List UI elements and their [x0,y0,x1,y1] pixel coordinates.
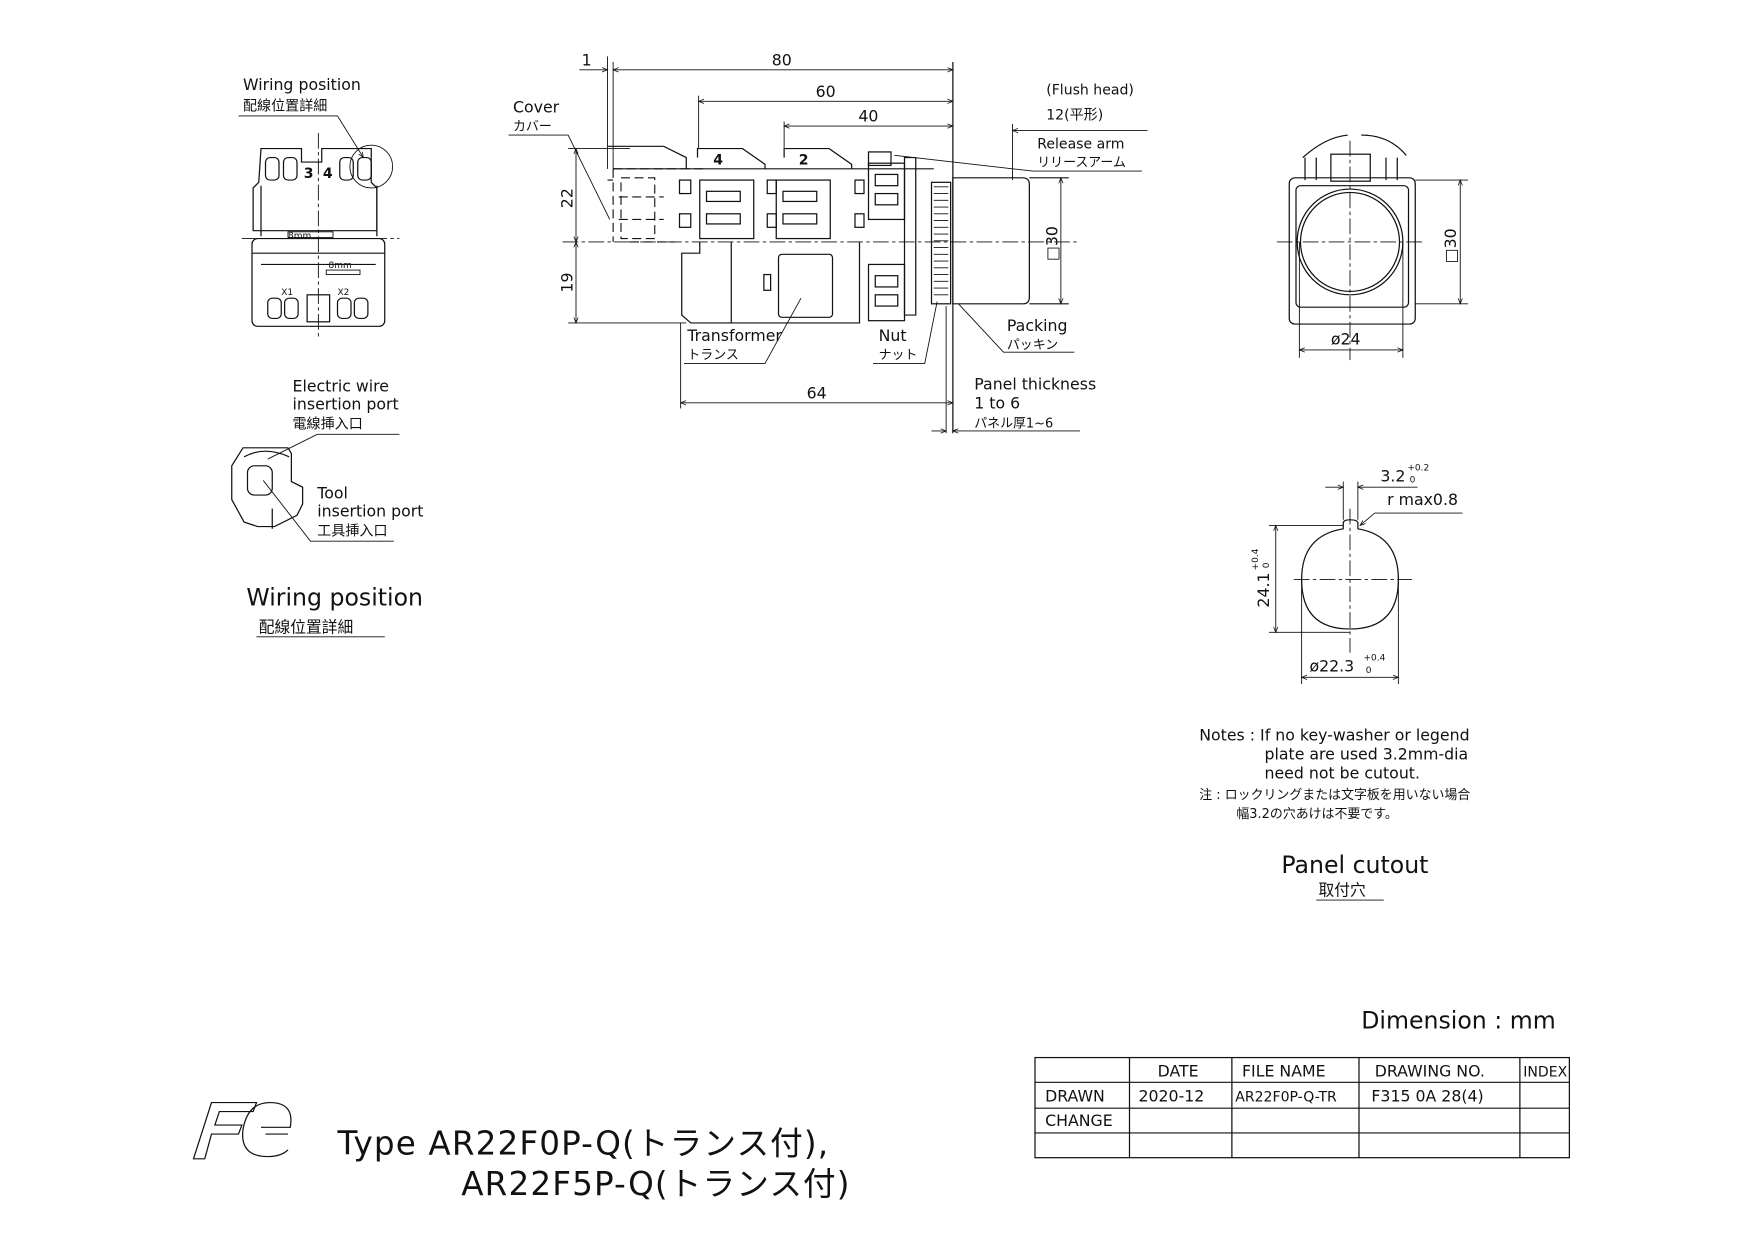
dim-square-30-side: □30 [1043,226,1062,261]
flush-head-label: (Flush head) [1046,83,1134,99]
nut-label-en: Nut [879,326,907,345]
tool-port-label-2: insertion port [317,501,423,520]
block-label-4: 4 [713,152,723,168]
side-view: 1 80 60 40 (Flush head) 12(平形) Release a… [508,50,1148,434]
panel-cutout-view: 3.2 +0.2 0 r max0.8 24.1 +0.4 0 ø22.3 +0… [1199,463,1470,901]
dim-dia-24: ø24 [1331,329,1361,348]
front-view: □30 ø24 [1276,134,1469,361]
notes-jp-line-2: 幅3.2の穴あけは不要です。 [1236,807,1397,822]
type-line-1: Type AR22F0P-Q(トランス付), [337,1124,830,1162]
wiring-caption-en: Wiring position [246,583,423,611]
header-date: DATE [1158,1062,1199,1081]
cover-label-en: Cover [513,98,560,117]
packing-label-jp: パッキン [1007,338,1058,353]
dim-1: 1 [582,50,592,69]
notes-line-3: need not be cutout. [1265,764,1420,783]
wiring-label-jp: 配線位置詳細 [243,98,327,114]
header-drawing-no: DRAWING NO. [1375,1062,1485,1081]
terminal-3: 3 [304,166,314,182]
row-drawn-label: DRAWN [1045,1086,1105,1105]
notch-tol-upper: +0.2 [1407,463,1429,473]
strip-length-1: 8mm [288,232,311,242]
insertion-port-detail: Electric wire insertion port 電線挿入口 Tool … [231,377,423,638]
dim-40: 40 [858,107,878,126]
notes-line-1: Notes : If no key-washer or legend [1199,725,1469,744]
wire-port-label-1: Electric wire [293,377,389,396]
wiring-caption-jp: 配線位置詳細 [259,617,354,636]
wiring-label-en: Wiring position [243,75,361,94]
strip-length-2: 8mm [329,261,352,271]
dim-64: 64 [807,383,827,402]
title-block-table: DATE FILE NAME DRAWING NO. INDEX DRAWN 2… [1034,1056,1570,1159]
tool-port-label-jp: 工具挿入口 [317,524,387,540]
dia-tol-lower: 0 [1366,666,1372,676]
panel-cutout-caption-en: Panel cutout [1281,851,1428,879]
packing-label-en: Packing [1007,316,1068,335]
dim-12-flush: 12(平形) [1046,107,1103,123]
dia-tol-upper: +0.4 [1364,653,1386,663]
drawn-drawing-no: F315 0A 28(4) [1371,1086,1483,1105]
height-tol-lower: 0 [1262,562,1272,568]
transformer-label-jp: トランス [687,348,738,363]
block-label-2: 2 [799,152,809,168]
transformer-label-en: Transformer [686,326,782,345]
notes-jp-line-1: 注 : ロックリングまたは文字板を用いない場合 [1199,788,1470,803]
tool-port-label-1: Tool [316,483,348,502]
drawn-file-name: AR22F0P-Q-TR [1235,1089,1337,1105]
notch-tol-lower: 0 [1410,476,1416,486]
row-change-label: CHANGE [1045,1111,1113,1130]
fe-logo [192,1101,292,1160]
type-line-2: AR22F5P-Q(トランス付) [461,1165,850,1203]
panel-thickness-label-jp: パネル厚1~6 [974,417,1053,432]
dim-22: 22 [558,188,577,208]
header-index: INDEX [1523,1065,1567,1081]
wiring-position-view: Wiring position 配線位置詳細 3 4 8mm 8mm X1 X2 [238,75,400,338]
drawn-date: 2020-12 [1139,1086,1205,1105]
cutout-dia: ø22.3 [1310,657,1355,676]
release-arm-label-jp: リリースアーム [1037,156,1126,171]
dim-19: 19 [558,273,577,293]
units-label: Dimension : mm [1361,1006,1555,1034]
terminal-x1: X1 [281,288,293,298]
wire-port-label-2: insertion port [293,395,399,414]
height-tol-upper: +0.4 [1251,548,1261,570]
panel-thickness-label-1: Panel thickness [974,374,1096,393]
notes-line-2: plate are used 3.2mm-dia [1265,744,1469,763]
wire-port-label-jp: 電線挿入口 [293,417,363,433]
cutout-height: 24.1 [1254,572,1273,607]
r-max: r max0.8 [1387,490,1458,509]
cover-label-jp: カバー [513,120,552,135]
dim-80: 80 [772,50,792,69]
panel-cutout-caption-jp: 取付穴 [1319,881,1367,900]
nut-label-jp: ナット [879,348,918,363]
panel-thickness-label-2: 1 to 6 [974,393,1020,412]
dim-square-30-front: □30 [1441,228,1460,263]
header-file-name: FILE NAME [1242,1062,1326,1081]
terminal-4: 4 [323,166,333,182]
notch-width: 3.2 [1380,467,1405,486]
release-arm-label-en: Release arm [1037,137,1124,153]
terminal-x2: X2 [338,288,350,298]
dim-60: 60 [816,82,836,101]
